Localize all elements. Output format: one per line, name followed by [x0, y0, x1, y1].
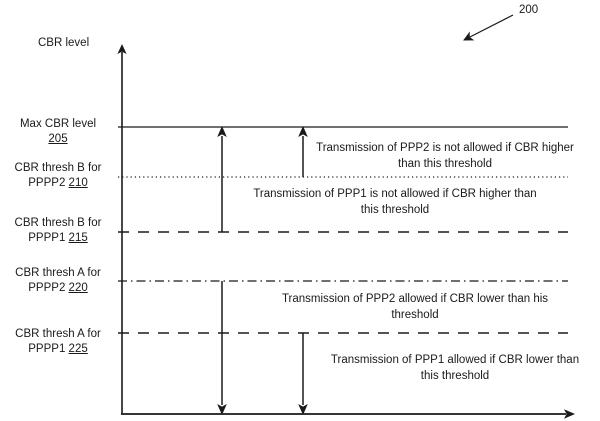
- level-label-cbr-thresh-b-pppp2-line2: PPPP2: [28, 177, 66, 189]
- level-label-cbr-thresh-b-pppp2: CBR thresh B for PPPP2 210: [0, 161, 120, 191]
- level-label-cbr-thresh-a-pppp2-line1: CBR thresh A for: [15, 267, 101, 279]
- level-label-cbr-thresh-b-pppp2-line1: CBR thresh B for: [14, 162, 102, 174]
- range-arrow-ppp2-forbidden-range-head: [298, 126, 308, 137]
- level-label-cbr-thresh-a-pppp1-line2: PPPP1: [28, 343, 66, 355]
- annotation-ppp1-not-allowed: Transmission of PPP1 is not allowed if C…: [253, 188, 537, 216]
- level-label-max-cbr-level: Max CBR level 205: [0, 117, 120, 147]
- level-label-cbr-thresh-a-pppp2: CBR thresh A for PPPP2 220: [0, 266, 120, 296]
- level-label-cbr-thresh-a-pppp1-line1: CBR thresh A for: [15, 328, 101, 340]
- figure-lead-line: [463, 14, 514, 41]
- level-label-cbr-thresh-b-pppp1-ref: 215: [68, 232, 88, 244]
- y-axis-caption: CBR level: [38, 37, 90, 49]
- level-label-cbr-thresh-b-pppp1-line1: CBR thresh B for: [14, 217, 102, 229]
- level-label-cbr-thresh-a-pppp2-ref: 220: [68, 282, 88, 294]
- range-arrow-ppp1-forbidden-range-head: [217, 126, 227, 137]
- level-label-cbr-thresh-b-pppp2-ref: 210: [68, 177, 88, 189]
- range-arrow-ppp2-allowed-range-head: [217, 404, 227, 415]
- annotation-ppp1-allowed: Transmission of PPP1 allowed if CBR lowe…: [330, 354, 580, 382]
- annotation-ppp2-allowed: Transmission of PPP2 allowed if CBR lowe…: [281, 293, 549, 321]
- annotation-ppp2-not-allowed: Transmission of PPP2 is not allowed if C…: [316, 142, 574, 170]
- level-label-cbr-thresh-b-pppp1: CBR thresh B for PPPP1 215: [0, 216, 120, 246]
- level-label-max-cbr-level-text: Max CBR level: [19, 118, 97, 130]
- y-axis-arrowhead: [117, 44, 127, 54]
- level-label-cbr-thresh-a-pppp2-line2: PPPP2: [28, 282, 66, 294]
- level-label-cbr-thresh-a-pppp1-ref: 225: [68, 343, 88, 355]
- level-label-cbr-thresh-a-pppp1: CBR thresh A for PPPP1 225: [0, 327, 120, 357]
- x-axis-arrowhead: [564, 409, 575, 419]
- level-label-cbr-thresh-b-pppp1-line2: PPPP1: [28, 232, 66, 244]
- figure-reference-numeral: 200: [519, 4, 539, 16]
- level-label-max-cbr-level-ref: 205: [48, 133, 68, 145]
- range-arrow-ppp1-allowed-range-head: [298, 404, 308, 415]
